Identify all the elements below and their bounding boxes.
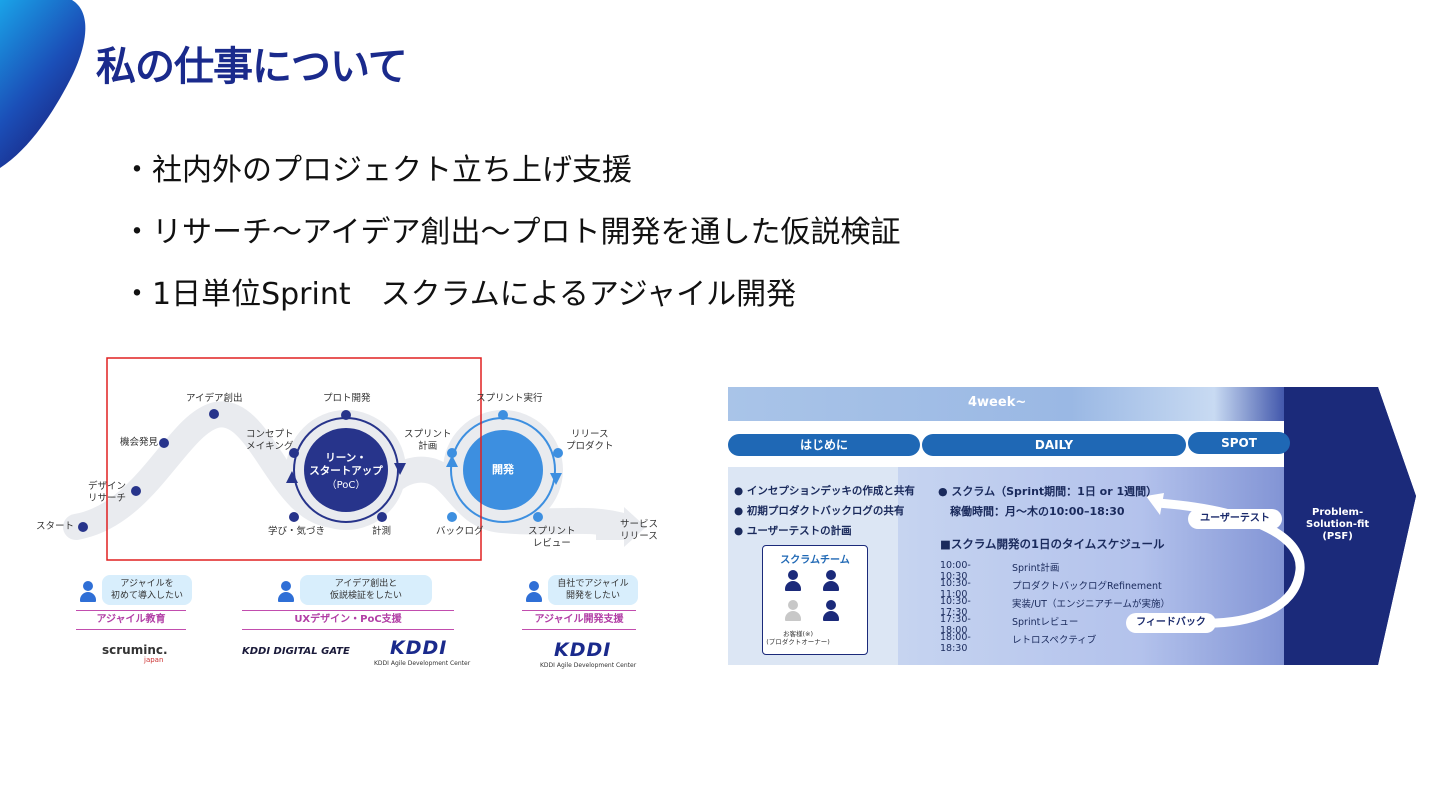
team-member-icon bbox=[785, 570, 801, 592]
psf-label: Problem- Solution-fit (PSF) bbox=[1306, 507, 1370, 542]
bullet-item: ・リサーチ～アイデア創出～プロト開発を通した仮説検証 bbox=[122, 215, 901, 250]
phase-intro: はじめに bbox=[728, 434, 920, 456]
label-sprint-exec: スプリント実行 bbox=[476, 393, 543, 404]
kddi-logo: KDDI bbox=[554, 639, 612, 661]
scrum-inc-logo-sub: japan bbox=[144, 656, 164, 664]
kddi-logo: KDDI bbox=[390, 637, 448, 659]
period-label: 4week~ bbox=[968, 395, 1027, 410]
label-proto: プロト開発 bbox=[323, 393, 371, 404]
intro-item: ● 初期プロダクトバックログの共有 bbox=[734, 505, 905, 517]
bullet-item: ・社内外のプロジェクト立ち上げ支援 bbox=[122, 153, 632, 188]
customer-icon bbox=[785, 600, 801, 622]
label-sprint-plan: スプリント 計画 bbox=[404, 429, 452, 452]
label-design-research: デザイン リサーチ bbox=[88, 481, 127, 504]
label-opportunity: 機会発見 bbox=[120, 437, 159, 448]
intro-item: ● インセプションデッキの作成と共有 bbox=[734, 485, 915, 497]
phase-daily: DAILY bbox=[922, 434, 1186, 456]
intro-item: ● ユーザーテストの計画 bbox=[734, 525, 852, 537]
user-test-tag: ユーザーテスト bbox=[1188, 509, 1282, 529]
schedule-title: ■スクラム開発の1日のタイムスケジュール bbox=[940, 537, 1165, 551]
label-sprint-review: スプリント レビュー bbox=[528, 526, 576, 549]
kddi-logo-sub: KDDI Agile Development Center bbox=[540, 662, 637, 669]
scrum-inc-logo: scruminc. bbox=[102, 643, 168, 657]
label-service-release: サービス リリース bbox=[620, 519, 659, 542]
team-member-icon bbox=[823, 600, 839, 622]
scrum-team-box: スクラムチーム お客様(※) (プロダクトオーナー) bbox=[762, 545, 868, 655]
process-flow-graphic bbox=[63, 357, 646, 561]
need-bubble-2: アイデア創出と 仮説検証をしたい bbox=[300, 575, 432, 605]
label-release-product: リリース プロダクト bbox=[566, 429, 614, 452]
customer-label: お客様(※) (プロダクトオーナー) bbox=[766, 630, 830, 646]
label-start: スタート bbox=[36, 521, 75, 532]
person-icon bbox=[80, 581, 96, 603]
label-dev: 開発 bbox=[492, 463, 514, 476]
need-bubble-3: 自社でアジャイル 開発をしたい bbox=[548, 575, 638, 605]
label-poc: （PoC） bbox=[326, 480, 366, 491]
scrum-schedule-figure: 4week~ はじめに DAILY SPOT Problem- Solution… bbox=[728, 385, 1418, 670]
label-concept: コンセプト メイキング bbox=[246, 429, 294, 452]
label-learn: 学び・気づき bbox=[268, 526, 326, 537]
service-ux-poc: UXデザイン・PoC支援 bbox=[242, 610, 454, 630]
label-measure: 計測 bbox=[372, 526, 392, 537]
label-backlog: バックログ bbox=[436, 526, 484, 537]
service-agile-education: アジャイル教育 bbox=[76, 610, 186, 630]
corner-decoration bbox=[0, 0, 86, 168]
scrum-team-title: スクラムチーム bbox=[780, 555, 850, 566]
bullet-list: ・社内外のプロジェクト立ち上げ支援 ・リサーチ～アイデア創出～プロト開発を通した… bbox=[122, 140, 901, 326]
kddi-logo-sub: KDDI Agile Development Center bbox=[374, 660, 471, 667]
service-agile-dev: アジャイル開発支援 bbox=[522, 610, 636, 630]
need-bubble-1: アジャイルを 初めて導入したい bbox=[102, 575, 192, 605]
lean-agile-process-figure: スタート デザイン リサーチ 機会発見 アイデア創出 コンセプト メイキング プ… bbox=[36, 355, 676, 675]
team-member-icon bbox=[823, 570, 839, 592]
kddi-digital-gate-logo: KDDI DIGITAL GATE bbox=[242, 646, 350, 657]
hours-line: 稼働時間：月～木の10:00–18:30 bbox=[950, 505, 1125, 518]
label-lean-startup: リーン・ スタートアップ bbox=[309, 452, 383, 477]
person-icon bbox=[526, 581, 542, 603]
phase-spot: SPOT bbox=[1188, 432, 1290, 454]
page-title: 私の仕事について bbox=[96, 44, 408, 90]
scrum-line: ● スクラム（Sprint期間：1日 or 1週間） bbox=[938, 485, 1158, 498]
bullet-item: ・1日単位Sprint スクラムによるアジャイル開発 bbox=[122, 277, 797, 312]
label-idea: アイデア創出 bbox=[186, 393, 243, 404]
highlight-box bbox=[106, 357, 482, 561]
person-icon bbox=[278, 581, 294, 603]
feedback-tag: フィードバック bbox=[1126, 613, 1216, 633]
